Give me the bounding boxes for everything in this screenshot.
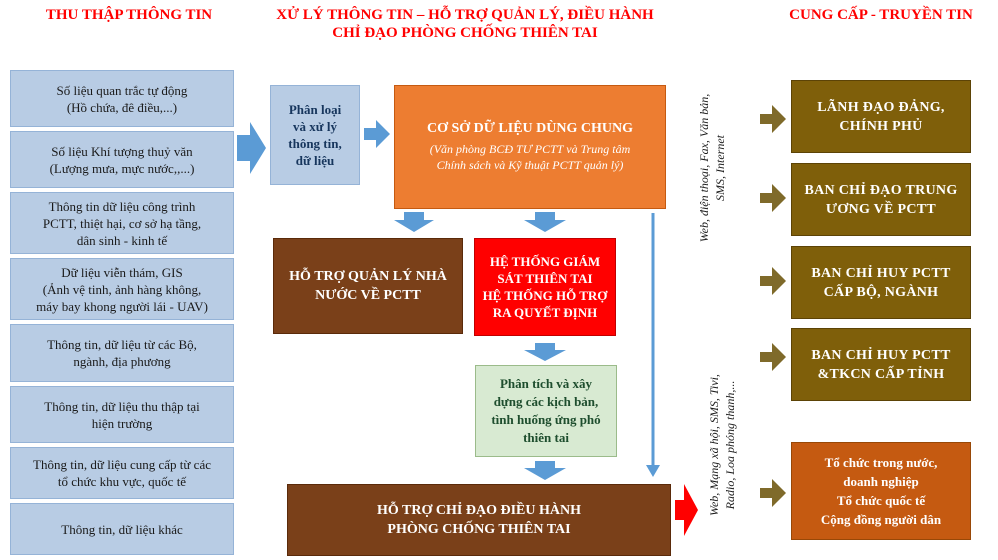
input-line: ngành, địa phương bbox=[73, 354, 171, 369]
recipient-line: ƯƠNG VỀ PCTT bbox=[825, 201, 937, 217]
input-line: Số liệu quan trắc tự động bbox=[56, 82, 188, 98]
channels-bottom-label: Web, Mạng xã hội, SMS, Tivi, Radio, Loa … bbox=[706, 335, 742, 555]
state-management-line: NƯỚC VỀ PCTT bbox=[315, 288, 421, 303]
classify-line: dữ liệu bbox=[295, 153, 335, 168]
shared-database-subtitle: (Văn phòng BCĐ TƯ PCTT và Trung tâm bbox=[429, 142, 631, 156]
scenario-line: thiên tai bbox=[523, 430, 569, 445]
public-line: Tổ chức trong nước, bbox=[824, 455, 938, 470]
public-line: Cộng đồng người dân bbox=[820, 512, 942, 527]
shared-database-subtitle: Chính sách và Kỹ thuật PCTT quản lý) bbox=[436, 158, 624, 172]
public-line: doanh nghiệp bbox=[843, 474, 919, 489]
monitor-to-scenario-arrow bbox=[524, 343, 566, 361]
command-line: PHÒNG CHỐNG THIÊN TAI bbox=[387, 522, 571, 537]
header-process-line2: CHỈ ĐẠO PHÒNG CHỐNG THIÊN TAI bbox=[332, 25, 598, 41]
recipient-line: CHÍNH PHỦ bbox=[839, 118, 923, 134]
header-provide: CUNG CẤP - TRUYỀN TIN bbox=[789, 7, 973, 23]
channels-top-label: Web, điện thoại, Fax, Văn bản, SMS, Inte… bbox=[696, 68, 732, 268]
channels-line: Web, điện thoại, Fax, Văn bản, bbox=[697, 93, 711, 243]
input-line: Thông tin dữ liệu công trình bbox=[48, 198, 196, 214]
monitor-line: RA QUYẾT ĐỊNH bbox=[492, 305, 598, 320]
command-line: HỖ TRỢ CHỈ ĐẠO ĐIỀU HÀNH bbox=[377, 503, 581, 518]
recipient-box: LÃNH ĐẠO ĐẢNG, CHÍNH PHỦ bbox=[791, 80, 971, 153]
recipient-line: BAN CHỈ ĐẠO TRUNG bbox=[804, 182, 958, 198]
scenario-line: tình huống ứng phó bbox=[491, 412, 601, 427]
public-recipients-box: Tổ chức trong nước, doanh nghiệp Tổ chức… bbox=[791, 442, 971, 540]
scenario-to-command-arrow bbox=[524, 461, 566, 480]
input-line: dân sinh - kinh tế bbox=[76, 232, 168, 248]
input-item: Thông tin, dữ liệu thu thập tại hiện trư… bbox=[10, 386, 234, 443]
channels-line: Web, Mạng xã hội, SMS, Tivi, bbox=[707, 374, 721, 516]
input-item: Số liệu Khí tượng thuỷ văn (Lượng mưa, m… bbox=[10, 131, 234, 188]
input-line: Số liệu Khí tượng thuỷ văn bbox=[51, 143, 193, 159]
to-recipient-2-arrow bbox=[760, 184, 786, 212]
input-item: Thông tin dữ liệu công trình PCTT, thiệt… bbox=[10, 192, 234, 254]
shared-database-title: CƠ SỞ DỮ LIỆU DÙNG CHUNG bbox=[427, 121, 633, 136]
recipient-box: BAN CHỈ ĐẠO TRUNG ƯƠNG VỀ PCTT bbox=[791, 163, 971, 236]
to-public-arrow bbox=[760, 479, 786, 507]
recipient-line: &TKCN CẤP TỈNH bbox=[817, 366, 945, 382]
input-to-classify-arrow bbox=[237, 122, 266, 174]
db-to-command-line-head bbox=[646, 465, 660, 477]
classify-line: Phân loại bbox=[288, 102, 342, 117]
channels-line: Radio, Loa phóng thanh,... bbox=[723, 380, 737, 510]
monitor-line: HỆ THỐNG HỖ TRỢ bbox=[482, 288, 608, 303]
recipient-box: BAN CHỈ HUY PCTT &TKCN CẤP TỈNH bbox=[791, 328, 971, 401]
input-line: (Hồ chứa, đê điều,...) bbox=[66, 99, 178, 115]
recipient-line: BAN CHỈ HUY PCTT bbox=[811, 265, 951, 281]
input-line: Thông tin, dữ liệu cung cấp từ các bbox=[33, 457, 211, 472]
input-line: hiện trường bbox=[91, 415, 153, 431]
scenario-line: Phân tích và xây bbox=[499, 376, 593, 391]
monitor-line: HỆ THỐNG GIÁM bbox=[489, 254, 601, 269]
state-management-line: HỖ TRỢ QUẢN LÝ NHÀ bbox=[289, 269, 447, 284]
input-line: (Ảnh vệ tinh, ảnh hàng không, bbox=[42, 281, 202, 297]
input-item: Thông tin, dữ liệu khác bbox=[10, 503, 234, 555]
command-to-channels-arrow bbox=[675, 484, 698, 536]
recipient-line: CẤP BỘ, NGÀNH bbox=[823, 284, 939, 300]
input-line: (Lượng mưa, mực nước,,...) bbox=[49, 160, 195, 176]
input-item: Số liệu quan trắc tự động (Hồ chứa, đê đ… bbox=[10, 70, 234, 127]
db-to-state-mgmt-arrow bbox=[394, 212, 434, 232]
input-item: Dữ liệu viễn thám, GIS (Ảnh vệ tinh, ảnh… bbox=[10, 258, 234, 320]
input-line: máy bay khong người lái - UAV) bbox=[36, 298, 208, 314]
input-column: Số liệu quan trắc tự động (Hồ chứa, đê đ… bbox=[10, 70, 234, 558]
classify-box: Phân loại và xử lý thông tin, dữ liệu bbox=[270, 85, 360, 185]
command-support-box: HỖ TRỢ CHỈ ĐẠO ĐIỀU HÀNH PHÒNG CHỐNG THI… bbox=[287, 484, 671, 556]
monitor-line: SÁT THIÊN TAI bbox=[497, 271, 593, 286]
input-line: tổ chức khu vực, quốc tế bbox=[57, 474, 187, 489]
header-process: XỬ LÝ THÔNG TIN – HỖ TRỢ QUẢN LÝ, ĐIỀU H… bbox=[245, 6, 685, 42]
to-recipient-4-arrow bbox=[760, 343, 786, 371]
recipient-line: BAN CHỈ HUY PCTT bbox=[811, 347, 951, 363]
monitoring-decision-box: HỆ THỐNG GIÁM SÁT THIÊN TAI HỆ THỐNG HỖ … bbox=[474, 238, 616, 336]
classify-line: và xử lý bbox=[293, 119, 337, 134]
recipient-line: LÃNH ĐẠO ĐẢNG, bbox=[817, 99, 945, 115]
input-line: Dữ liệu viễn thám, GIS bbox=[61, 264, 183, 280]
classify-line: thông tin, bbox=[288, 136, 342, 151]
to-recipient-3-arrow bbox=[760, 267, 786, 295]
scenario-line: dựng các kịch bản, bbox=[493, 394, 599, 409]
input-line: PCTT, thiệt hại, cơ sở hạ tầng, bbox=[42, 215, 202, 231]
header-process-line1: XỬ LÝ THÔNG TIN – HỖ TRỢ QUẢN LÝ, ĐIỀU H… bbox=[276, 7, 654, 23]
public-line: Tổ chức quốc tế bbox=[836, 493, 926, 508]
db-to-monitor-arrow bbox=[524, 212, 566, 232]
to-recipient-1-arrow bbox=[760, 105, 786, 133]
scenario-analysis-box: Phân tích và xây dựng các kịch bản, tình… bbox=[475, 365, 617, 457]
shared-database-box: CƠ SỞ DỮ LIỆU DÙNG CHUNG (Văn phòng BCĐ … bbox=[394, 85, 666, 209]
channels-line: SMS, Internet bbox=[713, 135, 727, 201]
state-management-box: HỖ TRỢ QUẢN LÝ NHÀ NƯỚC VỀ PCTT bbox=[273, 238, 463, 334]
input-line: Thông tin, dữ liệu thu thập tại bbox=[44, 398, 200, 414]
recipient-box: BAN CHỈ HUY PCTT CẤP BỘ, NGÀNH bbox=[791, 246, 971, 319]
classify-to-db-arrow bbox=[364, 120, 390, 148]
input-item: Thông tin, dữ liệu cung cấp từ các tổ ch… bbox=[10, 447, 234, 499]
input-line: Thông tin, dữ liệu khác bbox=[61, 521, 183, 537]
header-collect: THU THẬP THÔNG TIN bbox=[45, 7, 213, 23]
input-line: Thông tin, dữ liệu từ các Bộ, bbox=[47, 337, 197, 352]
input-item: Thông tin, dữ liệu từ các Bộ, ngành, địa… bbox=[10, 324, 234, 382]
